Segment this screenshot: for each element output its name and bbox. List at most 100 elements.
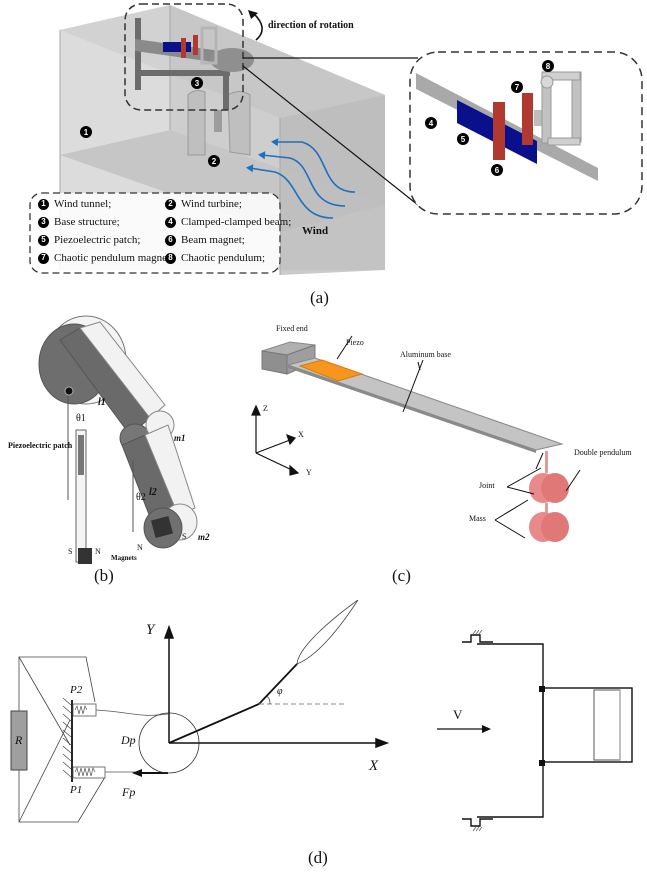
wing-schematic [462, 634, 633, 827]
label-axis-y: Y [146, 622, 155, 638]
label-m1: m1 [174, 433, 186, 443]
legend-text: Piezoelectric patch; [54, 234, 141, 246]
legend-bullet: 4 [165, 216, 176, 228]
legend-item-3: 3 Base structure; [38, 216, 120, 228]
pivot [64, 386, 74, 396]
legend-bullet: 7 [38, 252, 49, 264]
label-axis-z: Z [263, 404, 268, 413]
magnet-left [78, 548, 92, 564]
legend-text: Wind tunnel; [54, 198, 112, 210]
legend-bullet: 6 [165, 234, 176, 246]
label-fp: Fp [122, 785, 136, 799]
hinge-top [539, 686, 545, 692]
label-theta2: θ2 [136, 492, 146, 503]
label-s-right: S [182, 532, 187, 541]
chaotic-pendulum [540, 71, 582, 146]
label-m2: m2 [198, 532, 210, 542]
label-dp: Dp [121, 733, 136, 747]
label-piezo: Piezo [346, 338, 364, 347]
label-resistor: R [15, 733, 23, 747]
label-fixed-end: Fixed end [276, 324, 308, 333]
label-double-pendulum: Double pendulum [574, 448, 632, 457]
label-n-right: N [137, 543, 143, 552]
legend-bullet: 8 [165, 252, 176, 264]
panel-c: Fixed end Piezo Aluminum base Double pen… [240, 320, 647, 590]
zoom-detail [416, 71, 598, 181]
rotation-label: direction of rotation [268, 20, 354, 31]
wing-section [593, 689, 621, 761]
hinge-bottom [539, 760, 545, 766]
aluminum-beam [286, 357, 564, 451]
caption-c: (c) [392, 566, 411, 585]
callout-6: 6 [491, 164, 503, 176]
legend-bullet: 3 [38, 216, 49, 228]
label-axis-x: X [369, 758, 379, 774]
legend-item-2: 2 Wind turbine; [165, 198, 242, 210]
label-magnets: Magnets [111, 554, 137, 562]
piezo-patch [298, 359, 364, 382]
legend-bullet: 5 [38, 234, 49, 246]
piezo-stack-p1 [72, 766, 106, 779]
label-velocity: V [453, 707, 463, 722]
callout-1: 1 [80, 126, 92, 138]
panel-d-drawing [10, 600, 633, 832]
legend-item-4: 4 Clamped-clamped beam; [165, 216, 291, 228]
magnet-right [150, 515, 174, 539]
legend-text: Wind turbine; [181, 198, 242, 210]
label-s-left: S [68, 547, 73, 556]
base-callout-box [124, 3, 244, 111]
xy-axes [163, 624, 390, 749]
label-axis-y: Y [306, 468, 312, 477]
mass-upper [541, 473, 569, 503]
beam-magnet [493, 102, 505, 160]
angle-arc [265, 694, 271, 705]
wind-tunnel-side [280, 95, 385, 275]
panel-d: R P2 P1 Dp Fp Y X φ V (d) [0, 600, 647, 881]
callout-3: 3 [191, 77, 203, 89]
callout-2: 2 [208, 155, 220, 167]
wind-label: Wind [302, 225, 329, 237]
legend-item-6: 6 Beam magnet; [165, 234, 245, 246]
callout-7: 7 [511, 81, 523, 93]
panel-a: 1 2 3 4 5 6 7 8 direction of rotation Wi… [0, 0, 647, 310]
legend-box [29, 192, 281, 274]
caption-a: (a) [310, 288, 329, 307]
callout-5: 5 [457, 133, 469, 145]
label-l1: l1 [98, 397, 106, 408]
panel-b: Piezoelectric patch l1 θ1 m1 l2 θ2 m2 S … [0, 310, 230, 590]
label-p1: P1 [70, 784, 83, 796]
label-aluminum-base: Aluminum base [400, 350, 451, 359]
airfoil [296, 600, 359, 665]
resistor [10, 710, 28, 771]
harvester-circuit [18, 656, 106, 823]
legend-text: Chaotic pendulum; [181, 252, 266, 264]
caption-b: (b) [94, 566, 114, 585]
legend-bullet: 2 [165, 198, 176, 210]
piezo-stack-p2 [72, 703, 97, 717]
wind-turbine [187, 90, 251, 156]
label-piezoelectric-patch: Piezoelectric patch [8, 441, 73, 450]
panel-a-drawing [29, 3, 643, 275]
panel-c-drawing [251, 335, 581, 542]
label-phi: φ [277, 686, 283, 697]
label-axis-x: X [298, 430, 304, 439]
callout-8: 8 [542, 60, 554, 72]
legend-item-5: 5 Piezoelectric patch; [38, 234, 140, 246]
legend-text: Base structure; [54, 216, 120, 228]
pendulum-magnet [522, 93, 533, 145]
label-mass: Mass [469, 514, 486, 523]
callout-4: 4 [425, 117, 437, 129]
label-joint: Joint [479, 481, 495, 490]
legend-item-8: 8 Chaotic pendulum; [165, 252, 265, 264]
caption-d: (d) [308, 848, 328, 867]
legend-text: Clamped-clamped beam; [181, 216, 292, 228]
label-p2: P2 [70, 684, 83, 696]
wind-arrows [249, 141, 356, 219]
label-n-left: N [95, 547, 101, 556]
axis-triad [251, 404, 300, 476]
label-l2: l2 [149, 487, 157, 498]
mass-lower [541, 512, 569, 542]
legend-text: Beam magnet; [181, 234, 245, 246]
